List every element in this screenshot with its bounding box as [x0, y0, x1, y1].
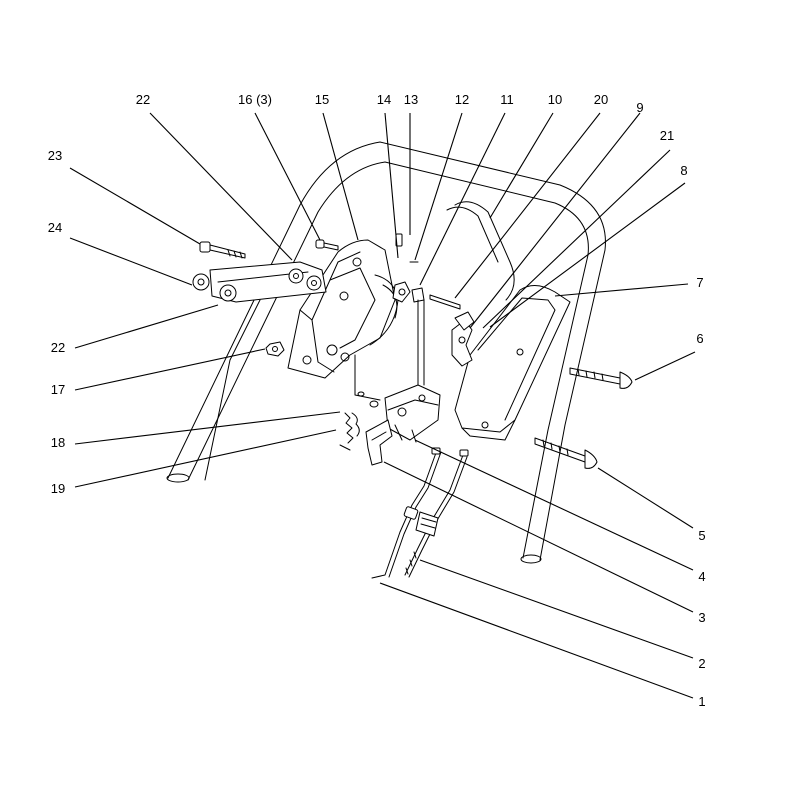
- pin-9: [429, 294, 461, 310]
- callout-11: 11: [500, 92, 514, 107]
- bolt-23: [199, 241, 246, 259]
- trigger-lever: [365, 419, 393, 466]
- right-brackets: [451, 311, 475, 367]
- callout-23: 23: [48, 148, 62, 163]
- callout-10: 10: [548, 92, 562, 107]
- callout-16: 16 (3): [238, 92, 272, 107]
- callout-2: 2: [698, 656, 705, 671]
- callout-14: 14: [377, 92, 391, 107]
- callout-21: 21: [660, 128, 674, 143]
- handle-frame: [166, 141, 606, 564]
- callout-22-bottom: 22: [51, 340, 65, 355]
- callout-7: 7: [696, 275, 703, 290]
- small-parts: [392, 233, 425, 303]
- callout-6: 6: [696, 331, 703, 346]
- callout-17: 17: [51, 382, 65, 397]
- callout-20: 20: [594, 92, 608, 107]
- callout-15: 15: [315, 92, 329, 107]
- callout-5: 5: [698, 528, 705, 543]
- spring-assembly: [339, 391, 379, 451]
- nut-17: [265, 341, 285, 357]
- callout-24: 24: [48, 220, 62, 235]
- bolt-5: [534, 437, 598, 469]
- cable-1: [371, 447, 442, 579]
- right-cover: [454, 285, 571, 441]
- callout-8: 8: [680, 163, 687, 178]
- cable-2: [404, 449, 469, 578]
- callout-1: 1: [698, 694, 705, 709]
- bolt-6: [569, 367, 633, 389]
- callout-22-top: 22: [136, 92, 150, 107]
- callout-13: 13: [404, 92, 418, 107]
- left-housing: [287, 239, 399, 401]
- callout-4: 4: [698, 569, 705, 584]
- mount-bracket: [192, 261, 327, 303]
- callout-19: 19: [51, 481, 65, 496]
- screw-16: [315, 239, 339, 251]
- callout-12: 12: [455, 92, 469, 107]
- callout-9: 9: [636, 100, 643, 115]
- leader-lines: [69, 112, 696, 699]
- callout-labels: 22 16 (3) 15 14 13 12 11 10 20 9 21 8 23…: [48, 92, 706, 709]
- callout-3: 3: [698, 610, 705, 625]
- callout-18: 18: [51, 435, 65, 450]
- lever-assembly: [384, 299, 441, 443]
